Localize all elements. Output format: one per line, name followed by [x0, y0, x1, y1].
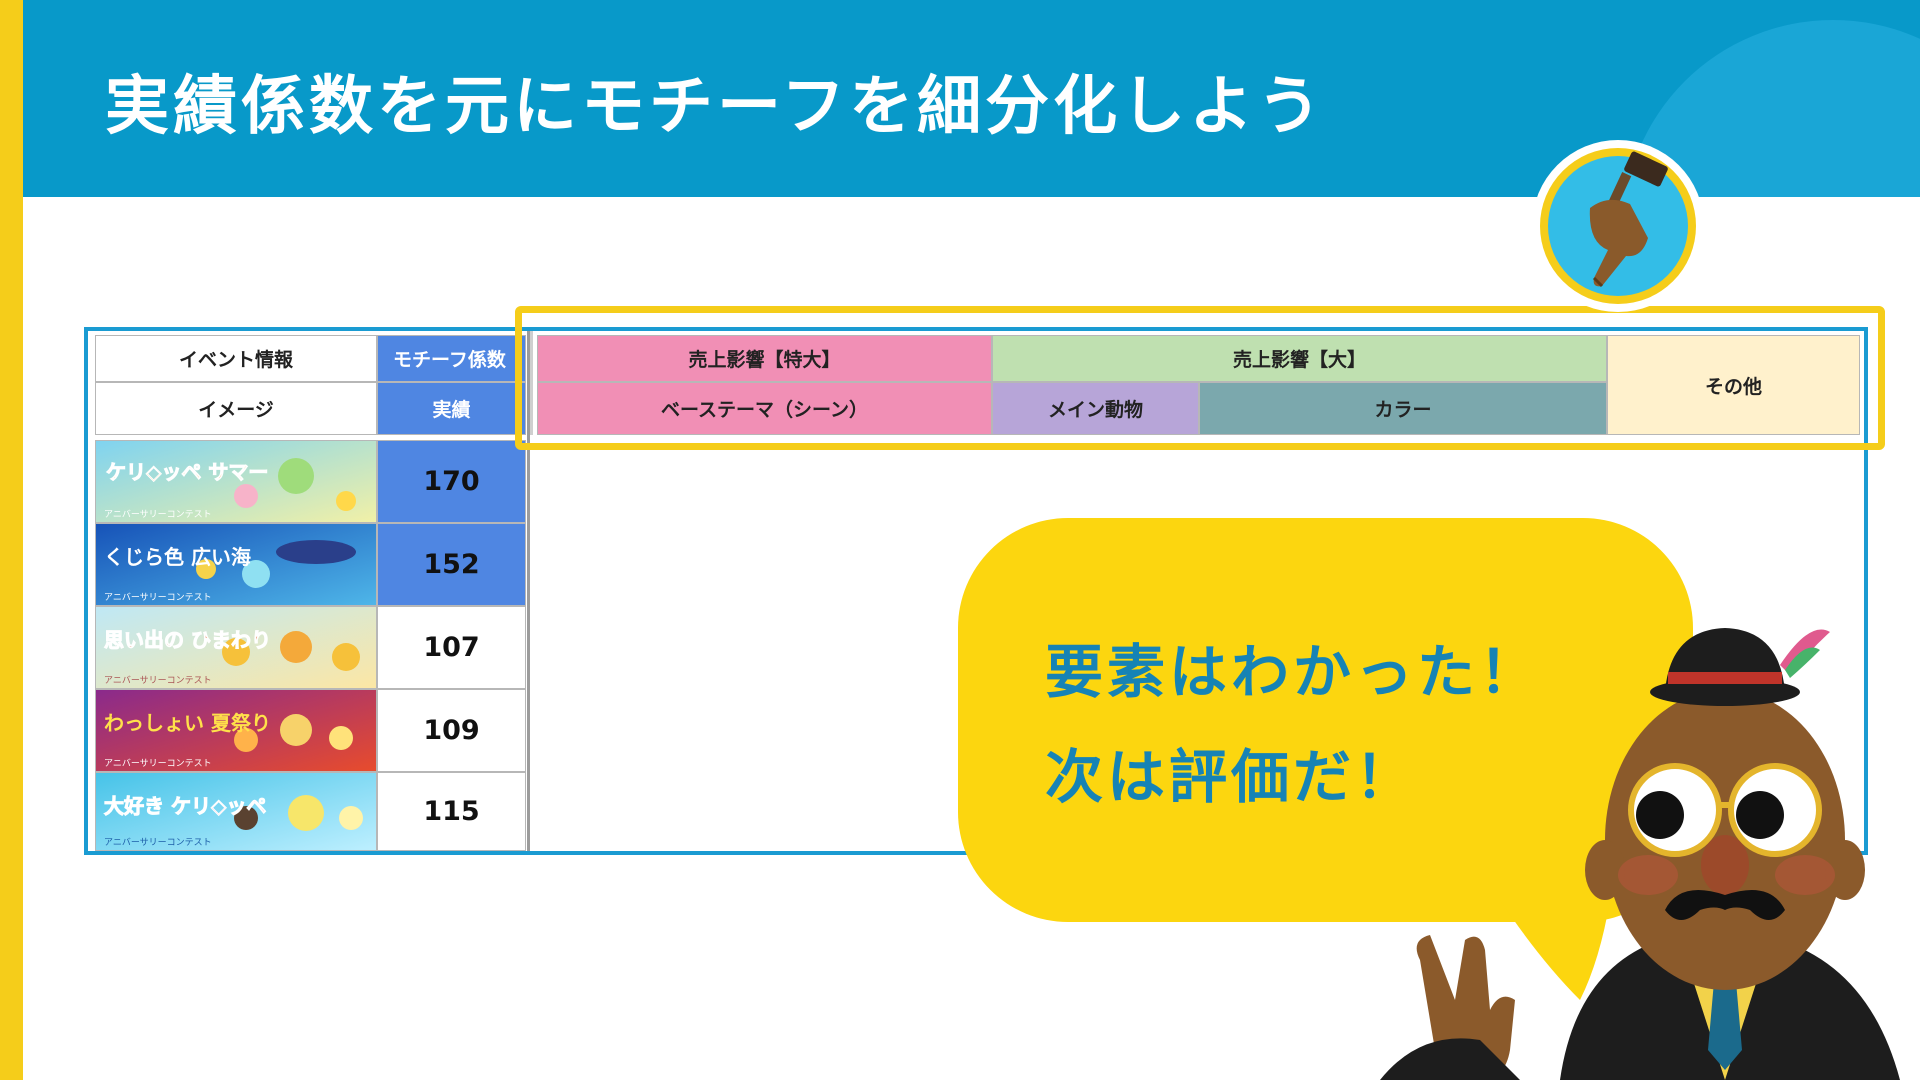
speech-bubble: [958, 518, 1693, 922]
performance-value-4: 109: [377, 689, 526, 772]
page-title: 実績係数を元にモチーフを細分化しよう: [105, 70, 1326, 144]
banner-4-sub: アニバーサリーコンテスト: [104, 758, 212, 769]
header-image: イメージ: [95, 382, 377, 435]
banner-1-title: ケリ◇ッペ サマー: [106, 460, 268, 484]
left-accent-bar: [0, 0, 23, 1080]
banner-3-title: 思い出の ひまわり: [104, 628, 271, 652]
performance-value-5: 115: [377, 772, 526, 851]
header-base-theme: ベーステーマ（シーン）: [537, 382, 992, 435]
event-banner-5: 大好き ケリ◇ッペ アニバーサリーコンテスト: [95, 772, 377, 851]
header-banner: 実績係数を元にモチーフを細分化しよう: [23, 0, 1920, 197]
event-banner-4: わっしょい 夏祭り アニバーサリーコンテスト: [95, 689, 377, 772]
banner-1-sub: アニバーサリーコンテスト: [104, 509, 212, 520]
header-other: その他: [1607, 335, 1860, 435]
highlight-frame: [515, 306, 1885, 450]
performance-value-3: 107: [377, 606, 526, 689]
banner-5-title: 大好き ケリ◇ッペ: [104, 794, 266, 818]
performance-value-2: 152: [377, 523, 526, 606]
header-color: カラー: [1199, 382, 1607, 435]
header-sales-impact-xl: 売上影響【特大】: [537, 335, 992, 382]
banner-4-title: わっしょい 夏祭り: [104, 711, 271, 735]
banner-5-sub: アニバーサリーコンテスト: [104, 837, 212, 848]
header-event-info: イベント情報: [95, 335, 377, 382]
banner-2-sub: アニバーサリーコンテスト: [104, 592, 212, 603]
frozen-column-divider-shadow: [530, 331, 533, 435]
header-sales-impact-l: 売上影響【大】: [992, 335, 1607, 382]
header-main-animal: メイン動物: [992, 382, 1199, 435]
banner-2-title: くじら色 広い海: [104, 545, 251, 569]
motif-table: イベント情報 モチーフ係数 イメージ 実績 売上影響【特大】 売上影響【大】 そ…: [84, 327, 1868, 855]
hand-hammer-icon: [1530, 138, 1706, 314]
event-banner-2: くじら色 広い海 アニバーサリーコンテスト: [95, 523, 377, 606]
frozen-column-divider: [527, 331, 530, 851]
event-banner-3: 思い出の ひまわり アニバーサリーコンテスト: [95, 606, 377, 689]
speech-line-1: 要素はわかった！: [1045, 638, 1542, 706]
performance-value-1: 170: [377, 440, 526, 523]
banner-3-sub: アニバーサリーコンテスト: [104, 675, 212, 686]
header-motif-coefficient: モチーフ係数: [377, 335, 526, 382]
event-banner-1: ケリ◇ッペ サマー アニバーサリーコンテスト: [95, 440, 377, 523]
header-performance: 実績: [377, 382, 526, 435]
speech-line-2: 次は評価だ！: [1045, 743, 1418, 811]
mascot-character: [1380, 610, 1920, 1080]
speech-bubble-tail: [1500, 900, 1610, 1000]
